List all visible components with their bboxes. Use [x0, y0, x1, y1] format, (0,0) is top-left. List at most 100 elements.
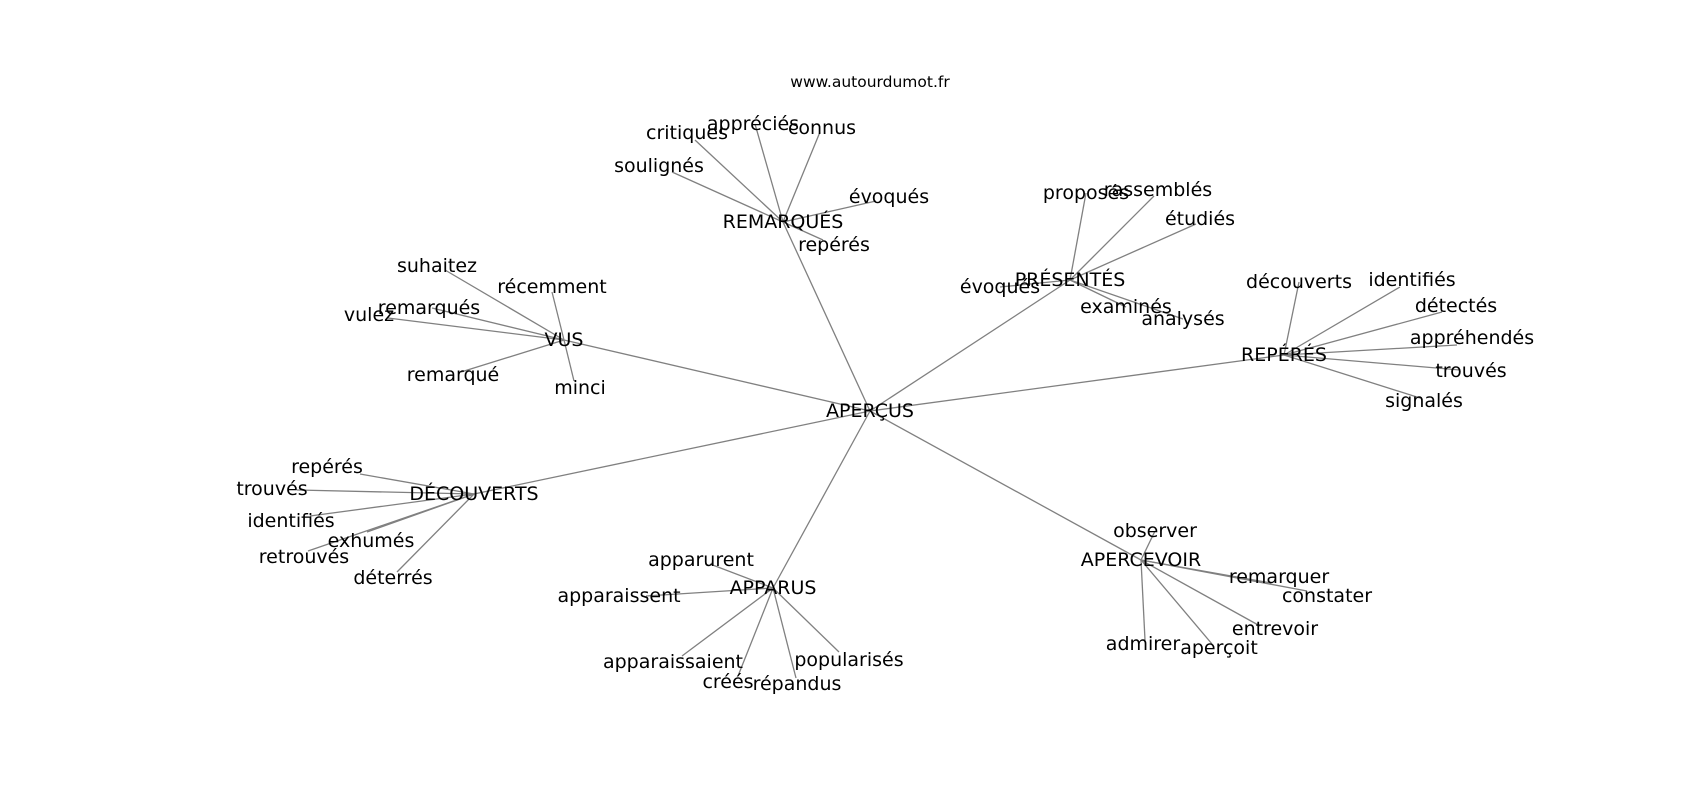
edge-reperes-identifies — [1283, 286, 1401, 356]
edge-vus-remarques — [431, 307, 565, 341]
edge-apercevoir-apercoit — [1140, 559, 1213, 645]
word-node-trouves[interactable]: trouvés — [1435, 360, 1506, 382]
edge-vus-minci — [563, 339, 575, 382]
edge-apparus-repandus — [772, 587, 797, 679]
cluster-node-apparus[interactable]: APPARUS — [730, 577, 817, 599]
edge-center-presentes — [869, 279, 1071, 412]
word-node-admirer[interactable]: admirer — [1106, 633, 1181, 655]
word-node-apparaissent[interactable]: apparaissent — [557, 585, 680, 607]
graph-labels: APERÇUS REMARQUÉS critiquesappréciésconnus… — [236, 113, 1534, 695]
word-node-critiques[interactable]: critiques — [646, 122, 728, 144]
word-node-repandus[interactable]: répandus — [753, 673, 842, 695]
word-node-deterres[interactable]: déterrés — [353, 567, 432, 589]
word-node-reperes[interactable]: repérés — [291, 456, 363, 478]
cluster-node-remarques[interactable]: REMARQUÉS — [723, 210, 844, 233]
word-node-reperes[interactable]: repérés — [798, 234, 870, 256]
edge-remarques-soulignes — [671, 171, 784, 223]
word-node-analyses[interactable]: analysés — [1141, 308, 1224, 330]
edge-remarques-critiques — [694, 139, 784, 223]
word-node-remarquer[interactable]: remarquer — [1229, 566, 1330, 588]
word-node-suhaitez[interactable]: suhaitez — [397, 255, 477, 277]
edge-decouverts-trouves — [296, 489, 475, 495]
edge-vus-suhaitez — [444, 269, 565, 341]
word-node-examines[interactable]: examinés — [1080, 296, 1172, 318]
edge-presentes-rassembles — [1069, 195, 1155, 281]
word-node-decouverts[interactable]: découverts — [1246, 271, 1352, 293]
word-node-remarques[interactable]: remarqués — [378, 297, 480, 319]
word-node-vulez[interactable]: vulez — [344, 304, 394, 326]
word-node-signales[interactable]: signalés — [1385, 390, 1463, 412]
word-node-etudies[interactable]: étudiés — [1165, 208, 1235, 230]
edge-reperes-signales — [1283, 354, 1421, 399]
word-node-retrouves[interactable]: retrouvés — [259, 546, 349, 568]
center-node[interactable]: APERÇUS — [826, 400, 914, 422]
edge-apercevoir-admirer — [1140, 559, 1146, 641]
word-node-soulignes[interactable]: soulignés — [614, 155, 704, 177]
edge-reperes-trouves — [1283, 354, 1461, 371]
word-node-apercoit[interactable]: aperçoit — [1180, 637, 1258, 659]
edge-center-decouverts — [473, 410, 871, 495]
cluster-node-apercevoir[interactable]: APERCEVOIR — [1081, 549, 1201, 571]
word-node-apparurent[interactable]: apparurent — [648, 549, 754, 571]
edge-reperes-detectes — [1283, 311, 1443, 356]
graph-edges — [296, 123, 1461, 679]
edge-apparus-popularises — [772, 587, 840, 653]
edge-presentes-examines — [1069, 279, 1127, 308]
edge-apparus-apparaissent — [645, 587, 774, 597]
edge-remarques-connus — [782, 131, 821, 223]
edge-apercevoir-observer — [1140, 530, 1156, 561]
cluster-node-vus[interactable]: VUS — [545, 329, 584, 351]
site-watermark: www.autourdumot.fr — [790, 73, 950, 91]
edge-reperes-apprehendes — [1283, 344, 1458, 356]
edge-remarques-evoques — [782, 200, 877, 223]
word-node-popularises[interactable]: popularisés — [794, 649, 903, 671]
cluster-node-reperes[interactable]: REPÉRÉS — [1241, 343, 1327, 366]
edge-center-vus — [563, 339, 871, 412]
edge-apparus-apparurent — [709, 563, 774, 589]
word-node-exhumes[interactable]: exhumés — [328, 530, 415, 552]
edge-center-reperes — [869, 354, 1285, 412]
word-node-constater[interactable]: constater — [1282, 585, 1372, 607]
edge-center-remarques — [782, 221, 871, 412]
word-node-evoques[interactable]: évoqués — [849, 186, 929, 208]
edge-presentes-evoques — [999, 279, 1071, 288]
edge-apparus-crees — [737, 587, 774, 677]
word-node-identifies[interactable]: identifiés — [247, 510, 334, 532]
word-node-apprecies[interactable]: appréciés — [707, 113, 799, 135]
edge-apparus-apparaissaient — [681, 587, 774, 657]
edge-decouverts-reperes — [359, 473, 475, 495]
edge-apercevoir-entrevoir — [1140, 559, 1261, 627]
word-node-minci[interactable]: minci — [554, 377, 606, 399]
cluster-node-presentes[interactable]: PRÉSENTÉS — [1015, 268, 1126, 291]
word-node-apprehendes[interactable]: appréhendés — [1410, 327, 1534, 349]
word-node-rassembles[interactable]: rassemblés — [1104, 179, 1212, 201]
word-node-entrevoir[interactable]: entrevoir — [1232, 618, 1318, 640]
edge-presentes-proposes — [1069, 192, 1087, 281]
word-node-apparaissaient[interactable]: apparaissaient — [603, 651, 743, 673]
edge-decouverts-retrouves — [307, 493, 475, 552]
cluster-node-decouverts[interactable]: DÉCOUVERTS — [409, 482, 538, 505]
edge-vus-vulez — [387, 317, 565, 341]
edge-vus-recemment — [551, 291, 565, 341]
edge-remarques-apprecies — [754, 123, 784, 223]
word-node-trouves[interactable]: trouvés — [236, 478, 307, 500]
edge-center-apparus — [772, 410, 871, 589]
edge-presentes-analyses — [1069, 279, 1184, 320]
word-node-observer[interactable]: observer — [1113, 520, 1197, 542]
edge-center-apercevoir — [869, 410, 1142, 561]
word-node-recemment[interactable]: récemment — [497, 276, 606, 298]
word-node-remarque[interactable]: remarqué — [407, 364, 500, 386]
edge-apercevoir-constater — [1140, 559, 1308, 592]
word-node-crees[interactable]: créés — [702, 671, 753, 693]
edge-decouverts-identifies — [309, 493, 475, 517]
edge-reperes-decouverts — [1283, 281, 1300, 356]
edge-remarques-reperes — [782, 221, 824, 241]
word-node-detectes[interactable]: détectés — [1415, 295, 1497, 317]
edge-decouverts-deterres — [396, 493, 475, 573]
word-node-proposes[interactable]: proposés — [1043, 182, 1129, 204]
word-node-evoques[interactable]: évoqués — [960, 276, 1040, 298]
edge-vus-remarque — [460, 339, 565, 373]
word-node-identifies[interactable]: identifiés — [1368, 269, 1455, 291]
word-node-connus[interactable]: connus — [788, 117, 856, 139]
